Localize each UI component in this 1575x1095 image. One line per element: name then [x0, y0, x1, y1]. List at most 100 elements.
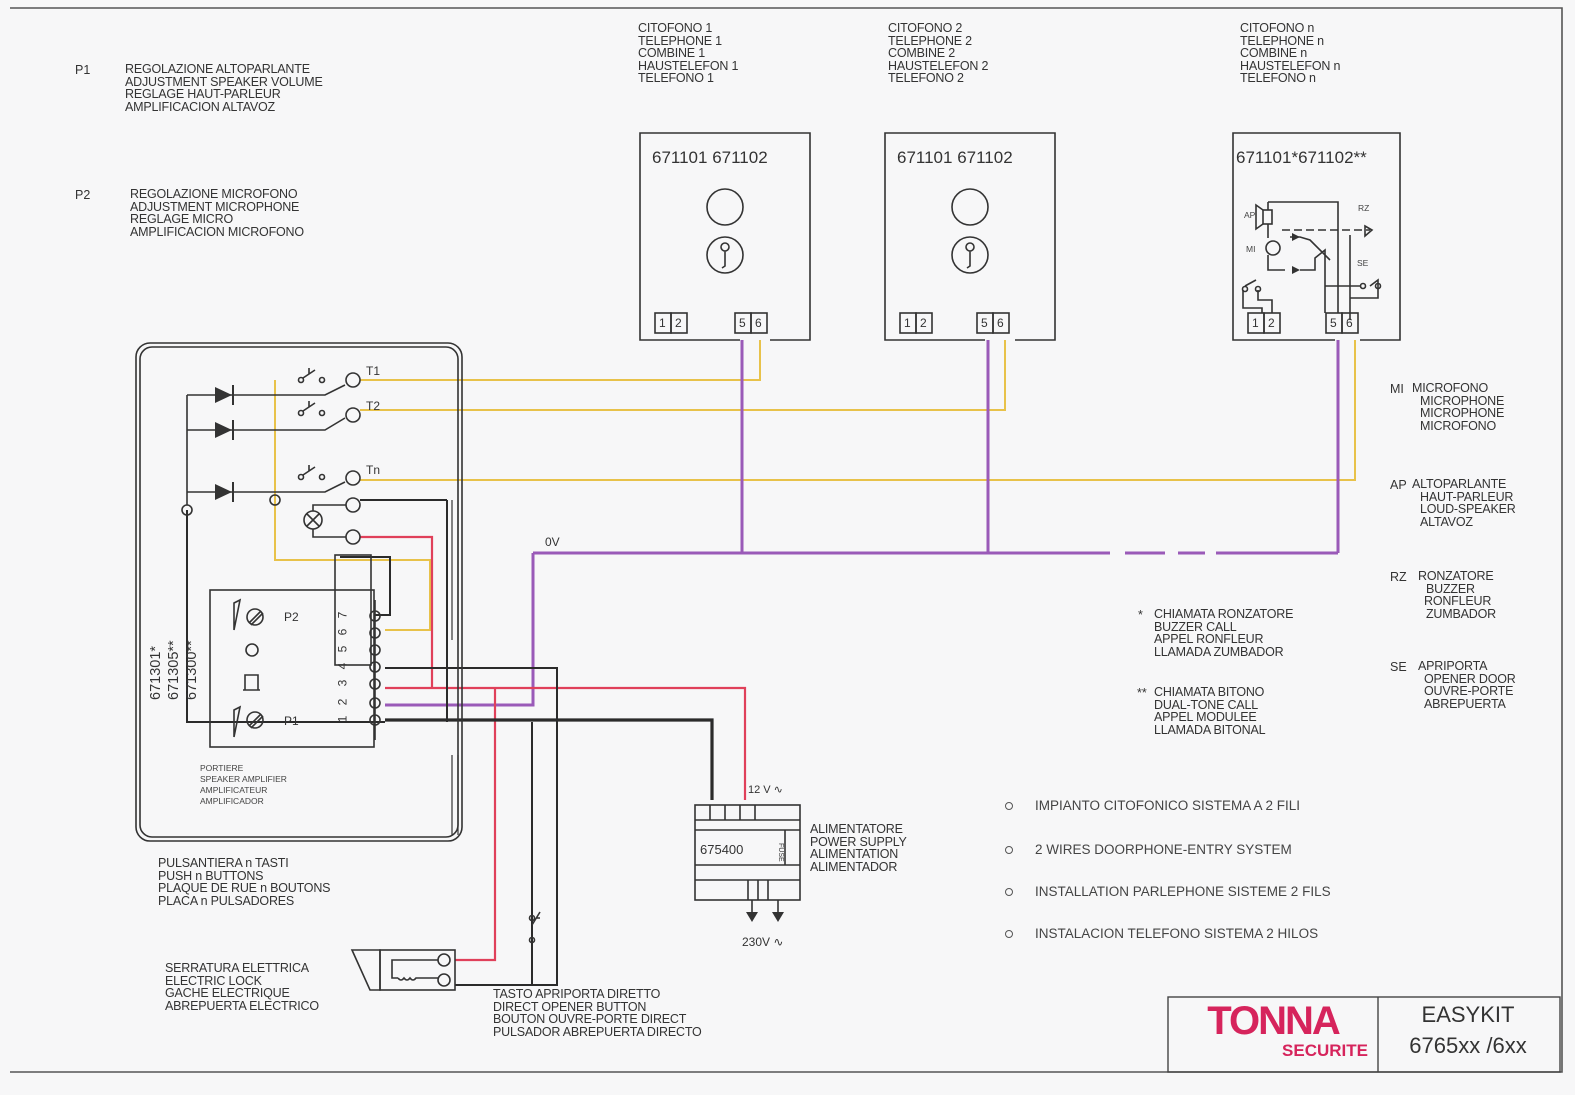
- product-info: EASYKIT 6765xx /6xx: [1378, 1000, 1558, 1062]
- title-line: COMBINE 2: [888, 46, 955, 60]
- terminal-2: 2: [1268, 316, 1275, 330]
- note-line: LLAMADA ZUMBADOR: [1154, 644, 1284, 659]
- title-line: HAUSTELEFON 2: [888, 58, 989, 73]
- ac-input-arrows: [746, 912, 784, 922]
- bullet-icon: [1005, 930, 1013, 939]
- terminal-2: 2: [675, 316, 682, 330]
- title-line: TELEPHONE 1: [638, 33, 722, 48]
- system-note-text: IMPIANTO CITOFONICO SISTEMA A 2 FILI: [1035, 798, 1301, 813]
- legend-line: AMPLIFICACION ALTAVOZ: [125, 99, 275, 114]
- terminal-6: 6: [1346, 316, 1353, 330]
- system-note: IMPIANTO CITOFONICO SISTEMA A 2 FILI: [1005, 798, 1300, 813]
- amp-line: AMPLIFICATEUR: [200, 785, 268, 795]
- pot-label-p1: P1: [284, 714, 299, 728]
- caption-line: ALIMENTADOR: [810, 859, 898, 874]
- caption-line: DIRECT OPENER BUTTON: [493, 999, 647, 1014]
- panel-model-1: 671301*: [148, 645, 164, 700]
- title-line: TELEPHONE n: [1240, 33, 1324, 48]
- legend-line: REGOLAZIONE MICROFONO: [130, 187, 298, 201]
- note-line: DUAL-TONE CALL: [1154, 697, 1258, 712]
- label-rz: RZ: [1358, 203, 1370, 213]
- caption-line: ALIMENTATORE: [810, 822, 903, 836]
- purple-wires: [385, 340, 1340, 707]
- legend-line: MICROFONO: [1412, 381, 1488, 395]
- caption-line: SERRATURA ELETTRICA: [165, 961, 309, 975]
- handset-1-box: [639, 132, 811, 341]
- button-label-t1: T1: [366, 364, 381, 378]
- title-line: TELEFONO 1: [638, 71, 714, 85]
- caption-line: POWER SUPPLY: [810, 834, 907, 849]
- note-line: CHIAMATA RONZATORE: [1154, 607, 1294, 621]
- fuse-label: FUSE: [777, 843, 784, 862]
- system-note: INSTALLATION PARLEPHONE SISTEME 2 FILS: [1005, 884, 1331, 899]
- legend-line: REGOLAZIONE ALTOPARLANTE: [125, 62, 310, 76]
- legend-key-p1: P1: [75, 63, 91, 77]
- electric-lock-caption: SERRATURA ELETTRICA ELECTRIC LOCK GACHE …: [165, 962, 319, 1012]
- amp-terminal-4: 4: [335, 662, 350, 670]
- legend-line: MICROFONO: [1420, 418, 1496, 433]
- title-line: CITOFONO 1: [638, 21, 713, 35]
- legend-line: AMPLIFICACION MICROFONO: [130, 224, 304, 239]
- legend-line: MICROPHONE: [1420, 406, 1505, 420]
- ac230-label: 230V ∿: [742, 935, 784, 949]
- yellow-wires: [274, 340, 1356, 631]
- legend-line: ADJUSTMENT SPEAKER VOLUME: [125, 74, 323, 89]
- legend-line: ADJUSTMENT MICROPHONE: [130, 199, 300, 214]
- panel-model-3: 671300**: [184, 640, 200, 700]
- caption-line: GACHE ELECTRIQUE: [165, 986, 290, 1000]
- title-line: COMBINE n: [1240, 46, 1307, 60]
- terminal-2: 2: [920, 316, 927, 330]
- legend-line: HAUT-PARLEUR: [1420, 489, 1514, 504]
- note-line: APPEL MODULEE: [1154, 710, 1257, 724]
- power-supply-caption: ALIMENTATORE POWER SUPPLY ALIMENTATION A…: [810, 823, 907, 873]
- amp-line: PORTIERE: [200, 763, 244, 773]
- title-line: CITOFONO 2: [888, 21, 963, 35]
- amp-terminal-7: 7: [335, 611, 350, 619]
- caption-line: PULSANTIERA n TASTI: [158, 856, 289, 870]
- legend-line: MICROPHONE: [1420, 393, 1505, 408]
- legend-key-ap: AP: [1390, 478, 1407, 492]
- bullet-icon: [1005, 846, 1013, 855]
- terminal-1: 1: [659, 316, 666, 330]
- title-line: TELEFONO n: [1240, 71, 1316, 85]
- opener-button-caption: TASTO APRIPORTA DIRETTO DIRECT OPENER BU…: [493, 988, 702, 1038]
- power-supply-model: 675400: [700, 842, 744, 857]
- panel-caption: PULSANTIERA n TASTI PUSH n BUTTONS PLAQU…: [158, 856, 331, 907]
- note-line: APPEL RONFLEUR: [1154, 632, 1264, 646]
- note-line: CHIAMATA BITONO: [1154, 685, 1265, 699]
- legend-rz-text: RONZATORE BUZZER RONFLEUR ZUMBADOR: [1418, 570, 1496, 620]
- handset-1-title: CITOFONO 1 TELEPHONE 1 COMBINE 1 HAUSTEL…: [638, 22, 738, 85]
- note-buzzer-text: CHIAMATA RONZATORE BUZZER CALL APPEL RON…: [1154, 608, 1293, 658]
- terminal-5: 5: [739, 316, 746, 330]
- terminal-1: 1: [1252, 316, 1259, 330]
- legend-line: RONFLEUR: [1424, 594, 1492, 608]
- handset-n-title: CITOFONO n TELEPHONE n COMBINE n HAUSTEL…: [1240, 22, 1340, 85]
- system-note: 2 WIRES DOORPHONE-ENTRY SYSTEM: [1005, 842, 1292, 857]
- note-key-buzzer: *: [1138, 608, 1143, 622]
- legend-line: OPENER DOOR: [1424, 671, 1516, 686]
- terminal-5: 5: [981, 316, 988, 330]
- bullet-icon: [1005, 888, 1013, 897]
- handset-1-model: 671101 671102: [652, 148, 768, 167]
- legend-key-se: SE: [1390, 660, 1407, 674]
- caption-line: ELECTRIC LOCK: [165, 973, 262, 988]
- note-line: BUZZER CALL: [1154, 619, 1237, 634]
- title-line: HAUSTELEFON 1: [638, 58, 739, 73]
- handset-n-box: [1232, 132, 1401, 341]
- panel-model-2: 671305**: [166, 640, 182, 700]
- title-line: CITOFONO n: [1240, 21, 1315, 35]
- product-name: EASYKIT: [1421, 1002, 1515, 1027]
- legend-key-mi: MI: [1390, 382, 1404, 396]
- note-line: LLAMADA BITONAL: [1154, 722, 1266, 737]
- amp-line: SPEAKER AMPLIFIER: [200, 774, 287, 784]
- panel-diodes: [215, 385, 234, 502]
- legend-line: APRIPORTA: [1418, 659, 1488, 673]
- page-frame: [10, 7, 1563, 1073]
- handset-2-title: CITOFONO 2 TELEPHONE 2 COMBINE 2 HAUSTEL…: [888, 22, 988, 85]
- caption-line: PUSH n BUTTONS: [158, 868, 264, 883]
- legend-ap-text: ALTOPARLANTE HAUT-PARLEUR LOUD-SPEAKER A…: [1412, 478, 1516, 528]
- electric-lock: [350, 949, 456, 991]
- handset-2-model: 671101 671102: [897, 148, 1013, 167]
- legend-line: RONZATORE: [1418, 569, 1494, 583]
